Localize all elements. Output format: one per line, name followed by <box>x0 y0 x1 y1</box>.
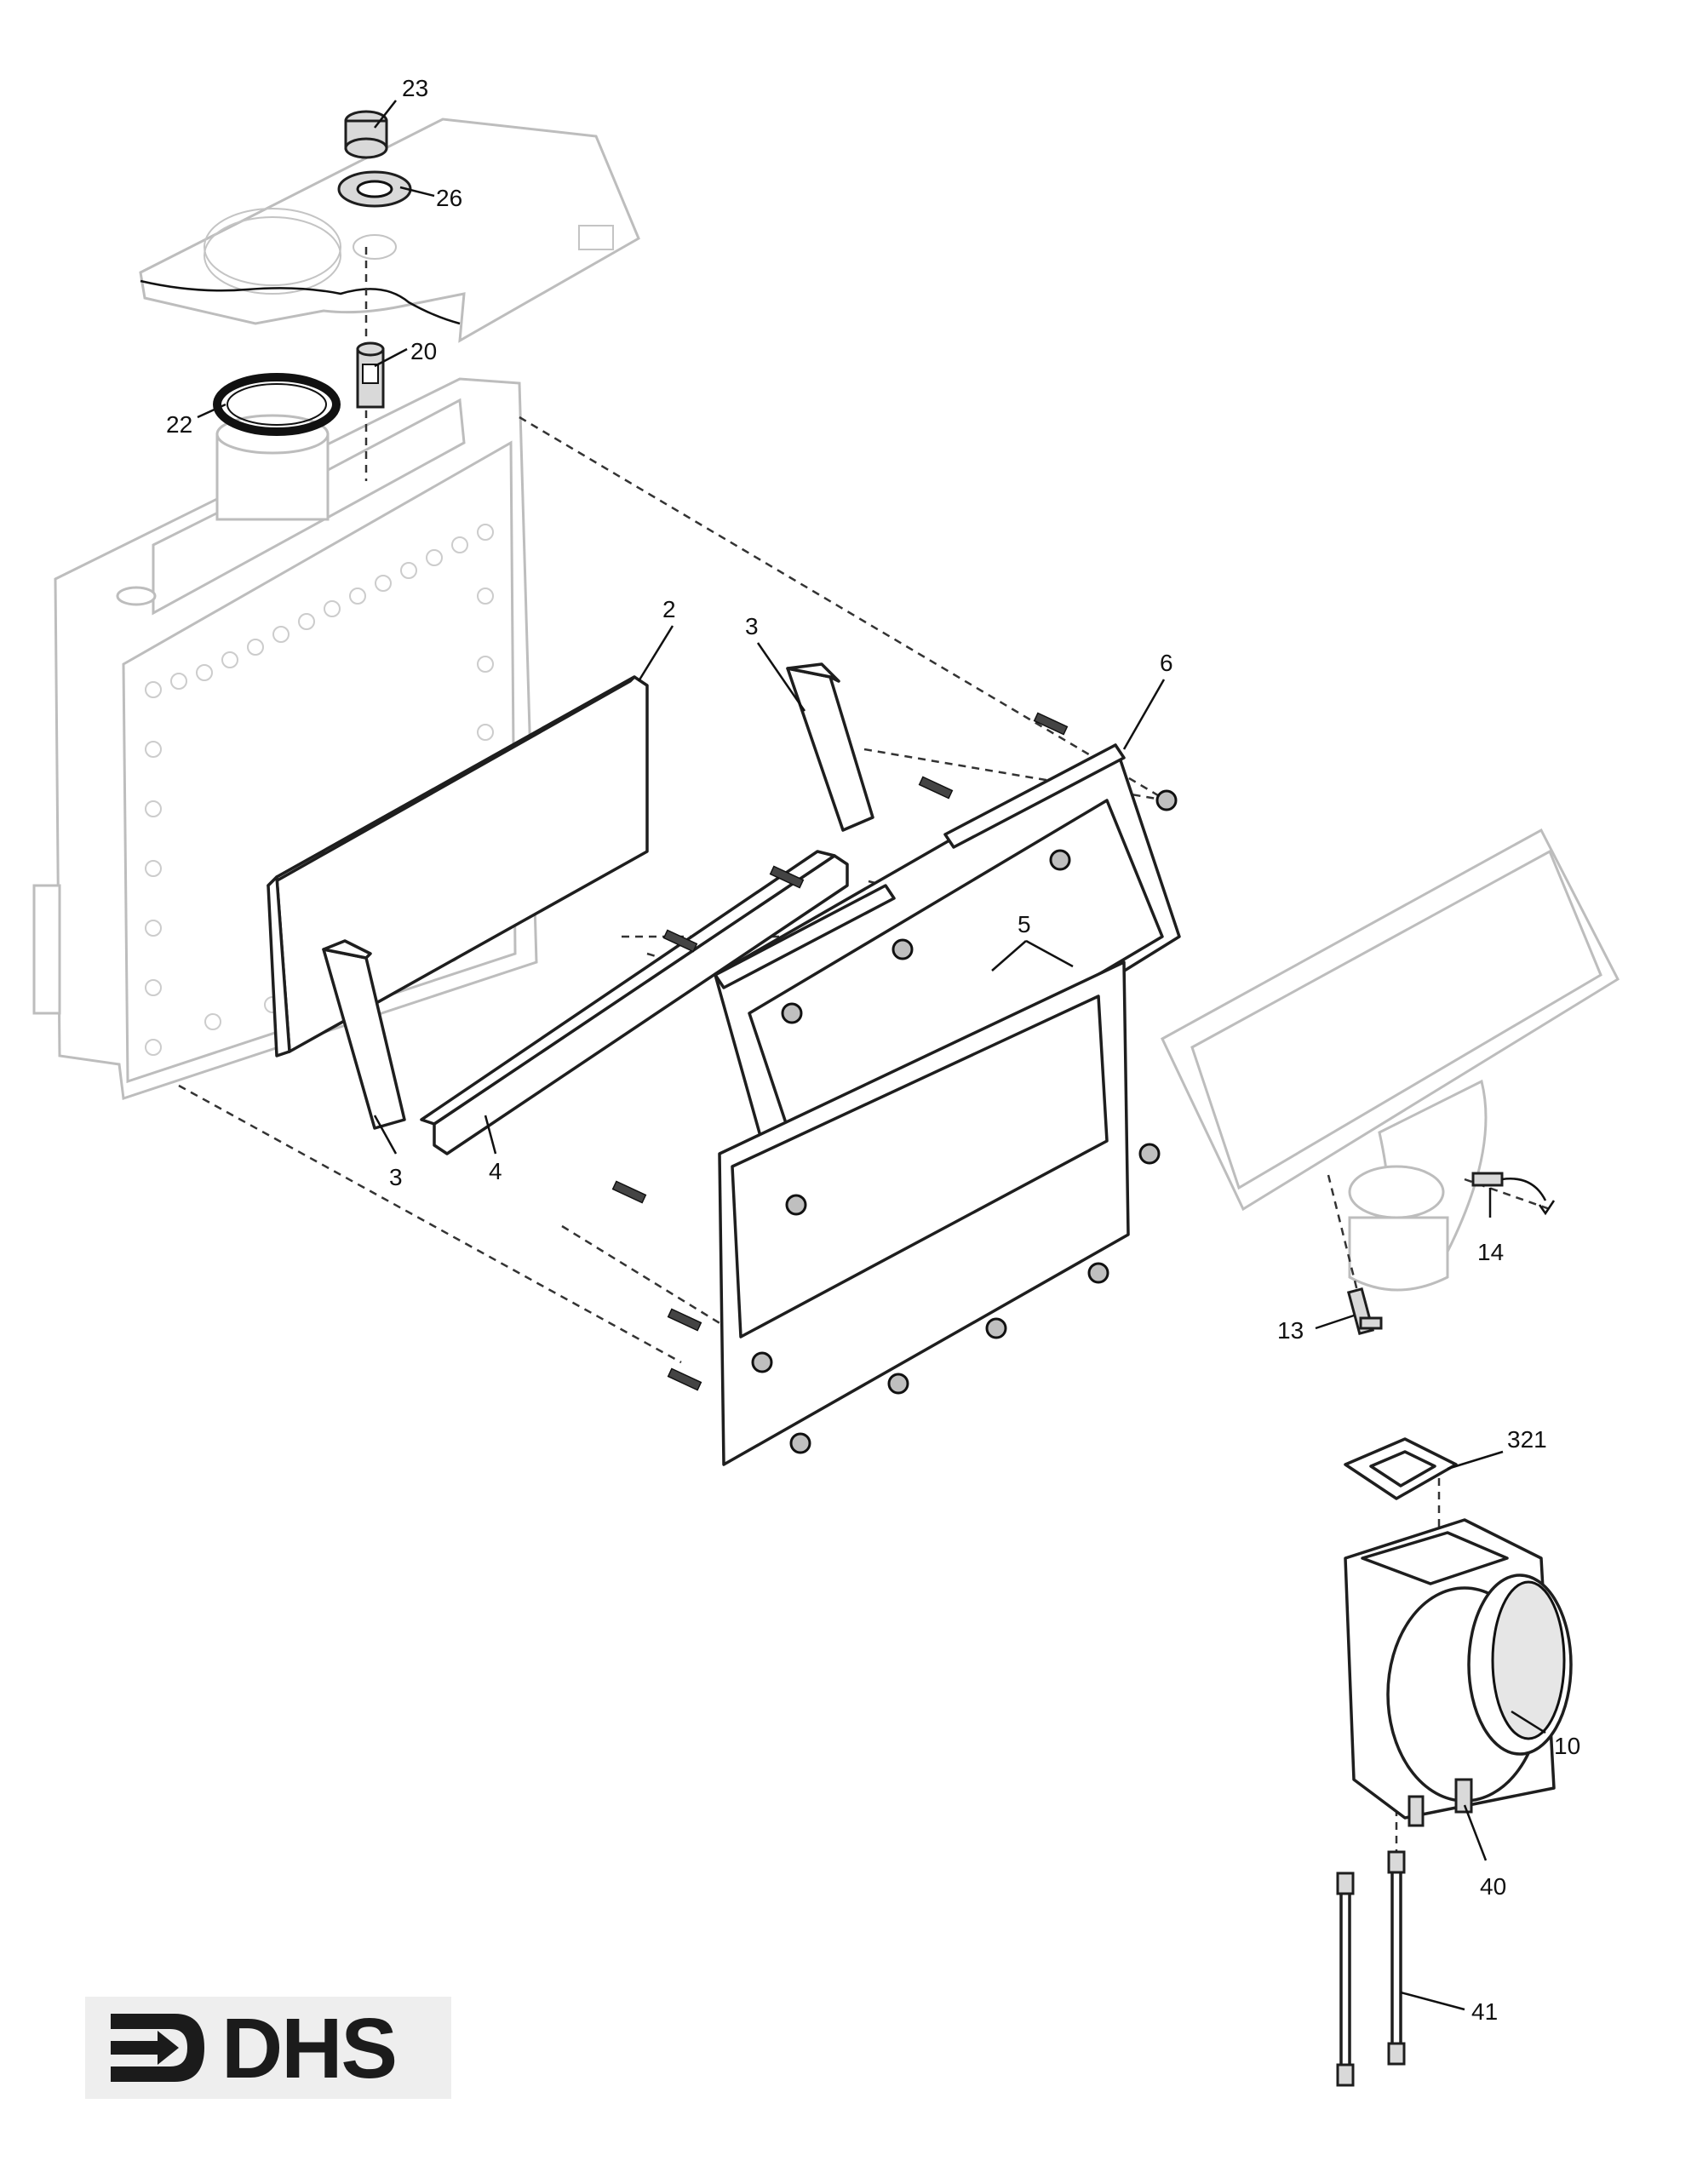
callout-10: 10 <box>1554 1733 1580 1759</box>
cap-23 <box>344 110 388 159</box>
callout-labels: 23 26 20 22 2 3 6 5 3 4 14 13 321 10 40 … <box>166 75 1580 2025</box>
callout-321: 321 <box>1507 1426 1547 1453</box>
callout-20: 20 <box>410 338 437 364</box>
arrow-into-bracket-icon <box>111 2014 204 2082</box>
gasket-plate-321 <box>1344 1437 1458 1500</box>
panel-2 <box>267 675 649 1058</box>
sensor-14 <box>1471 1172 1556 1216</box>
block-3b <box>322 939 406 1130</box>
nuts <box>751 789 1178 1454</box>
flue-collector-ghost <box>1161 828 1620 1292</box>
callout-13: 13 <box>1277 1317 1304 1344</box>
blower-10 <box>1344 1518 1573 1820</box>
fitting-13 <box>1346 1287 1383 1336</box>
sight-glass-20 <box>356 341 385 409</box>
callout-5: 5 <box>1018 911 1031 937</box>
callout-26: 26 <box>436 185 462 211</box>
screw-40 <box>1407 1778 1473 1827</box>
callout-23: 23 <box>402 75 428 101</box>
callout-6: 6 <box>1160 650 1173 676</box>
top-plate-ghost <box>139 118 640 343</box>
studs <box>611 712 1069 1391</box>
callout-2: 2 <box>662 596 676 622</box>
callout-14: 14 <box>1477 1239 1504 1265</box>
lower-panel <box>718 960 1130 1466</box>
callout-22: 22 <box>166 411 192 438</box>
callout-40: 40 <box>1480 1873 1506 1900</box>
leader-lines <box>197 100 1546 2011</box>
bar-4 <box>420 850 849 1155</box>
rods-41 <box>1336 1850 1406 2087</box>
callout-3a: 3 <box>745 613 759 639</box>
callout-41: 41 <box>1471 1998 1498 2025</box>
gasket-ring-22 <box>213 373 341 436</box>
logo-text: DHS <box>221 2001 398 2096</box>
dhs-logo: DHS <box>85 1997 451 2099</box>
block-3a <box>786 662 874 832</box>
callout-4: 4 <box>489 1158 502 1184</box>
callout-3b: 3 <box>389 1164 403 1190</box>
grommet-26 <box>337 170 412 208</box>
